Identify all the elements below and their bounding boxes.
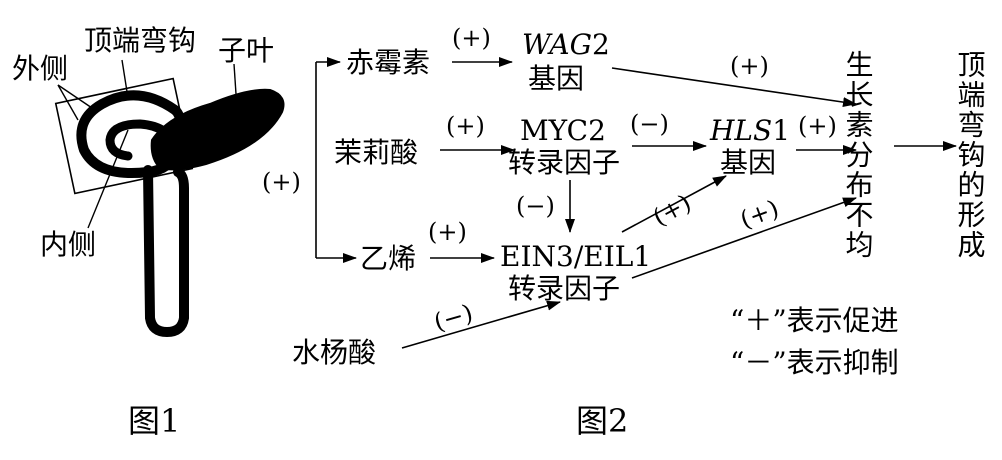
arrow-salicylic-ein3	[401, 300, 561, 349]
bracket-connector	[315, 57, 357, 263]
legend-plus: “＋”表示促进	[730, 304, 899, 337]
arrow-wag2-auxin	[611, 67, 857, 108]
seedling-drawing	[54, 59, 285, 337]
sign-gib-wag2: (+)	[452, 24, 491, 52]
node-wag2-gene: WAG2 基因	[522, 28, 610, 95]
label-apical-hook: 顶端弯钩	[84, 24, 196, 57]
sign-ein3-hls1: (+)	[648, 189, 695, 232]
cotyledon-leader	[233, 63, 237, 95]
cotyledon-leaf	[150, 88, 285, 171]
sign-bracket-plus: (+)	[262, 168, 301, 196]
figure2-caption: 图2	[576, 402, 628, 440]
outer-side-leader-1	[57, 84, 79, 121]
arrow-ein3-auxin	[631, 197, 857, 279]
myc2-tf-label: 转录因子	[508, 146, 620, 179]
sign-eth-ein3: (+)	[428, 218, 467, 246]
node-ein3-tf: EIN3/EIL1 转录因子	[500, 240, 651, 305]
inner-side-leader	[87, 129, 129, 229]
label-cotyledon: 子叶	[218, 34, 274, 67]
apical-hook-leader	[121, 59, 129, 99]
node-myc2-tf: MYC2 转录因子	[508, 114, 620, 179]
figure2: (+) 赤霉素 WAG2 基因 茉莉酸 MYC2 转录因子 HLS1 基因 乙烯…	[262, 24, 987, 440]
svg-text:HLS1: HLS1	[709, 114, 790, 147]
myc2-label: MYC2	[520, 114, 606, 147]
ein3-tf-label: 转录因子	[508, 272, 620, 305]
sign-wag2-auxin: (+)	[730, 52, 769, 80]
label-outer-side: 外侧	[12, 52, 68, 85]
hls1-gene-label: 基因	[720, 146, 776, 179]
figure1-caption: 图1	[128, 402, 180, 440]
legend: “＋”表示促进 “－”表示抑制	[730, 304, 899, 379]
hls1-number: 1	[772, 114, 790, 147]
outer-side-leader-2	[57, 84, 93, 109]
node-hook-formation: 顶端弯钩的形成	[954, 50, 987, 260]
wag2-name: WAG	[522, 28, 592, 61]
hook-box	[54, 77, 194, 195]
svg-text:WAG2: WAG2	[522, 28, 610, 61]
sign-myc2-hls1: (−)	[630, 110, 669, 138]
sign-ja-myc2: (+)	[446, 112, 485, 140]
sign-sa-ein3: (−)	[431, 299, 476, 337]
node-auxin-uneven: 生长素分布不均	[842, 50, 875, 260]
legend-minus: “－”表示抑制	[730, 346, 899, 379]
wag2-number: 2	[592, 28, 610, 61]
figure1: 外侧 顶端弯钩 子叶 内侧 图1	[12, 24, 285, 440]
hypocotyl-stem	[143, 165, 189, 337]
label-inner-side: 内侧	[40, 228, 96, 261]
wag2-gene-label: 基因	[528, 62, 584, 95]
node-salicylic-acid: 水杨酸	[292, 336, 376, 369]
node-gibberellin: 赤霉素	[346, 46, 430, 79]
sign-ein3-auxin: (+)	[736, 194, 782, 234]
arrow-ein3-hls1	[621, 175, 727, 233]
hls1-name: HLS	[709, 114, 772, 147]
sign-hls1-auxin: (+)	[798, 112, 837, 140]
ein3-label: EIN3/EIL1	[500, 240, 651, 273]
node-ethylene: 乙烯	[360, 242, 416, 275]
node-jasmonic-acid: 茉莉酸	[334, 136, 418, 169]
sign-myc2-ein3: (−)	[516, 192, 555, 220]
node-hls1-gene: HLS1 基因	[709, 114, 790, 179]
